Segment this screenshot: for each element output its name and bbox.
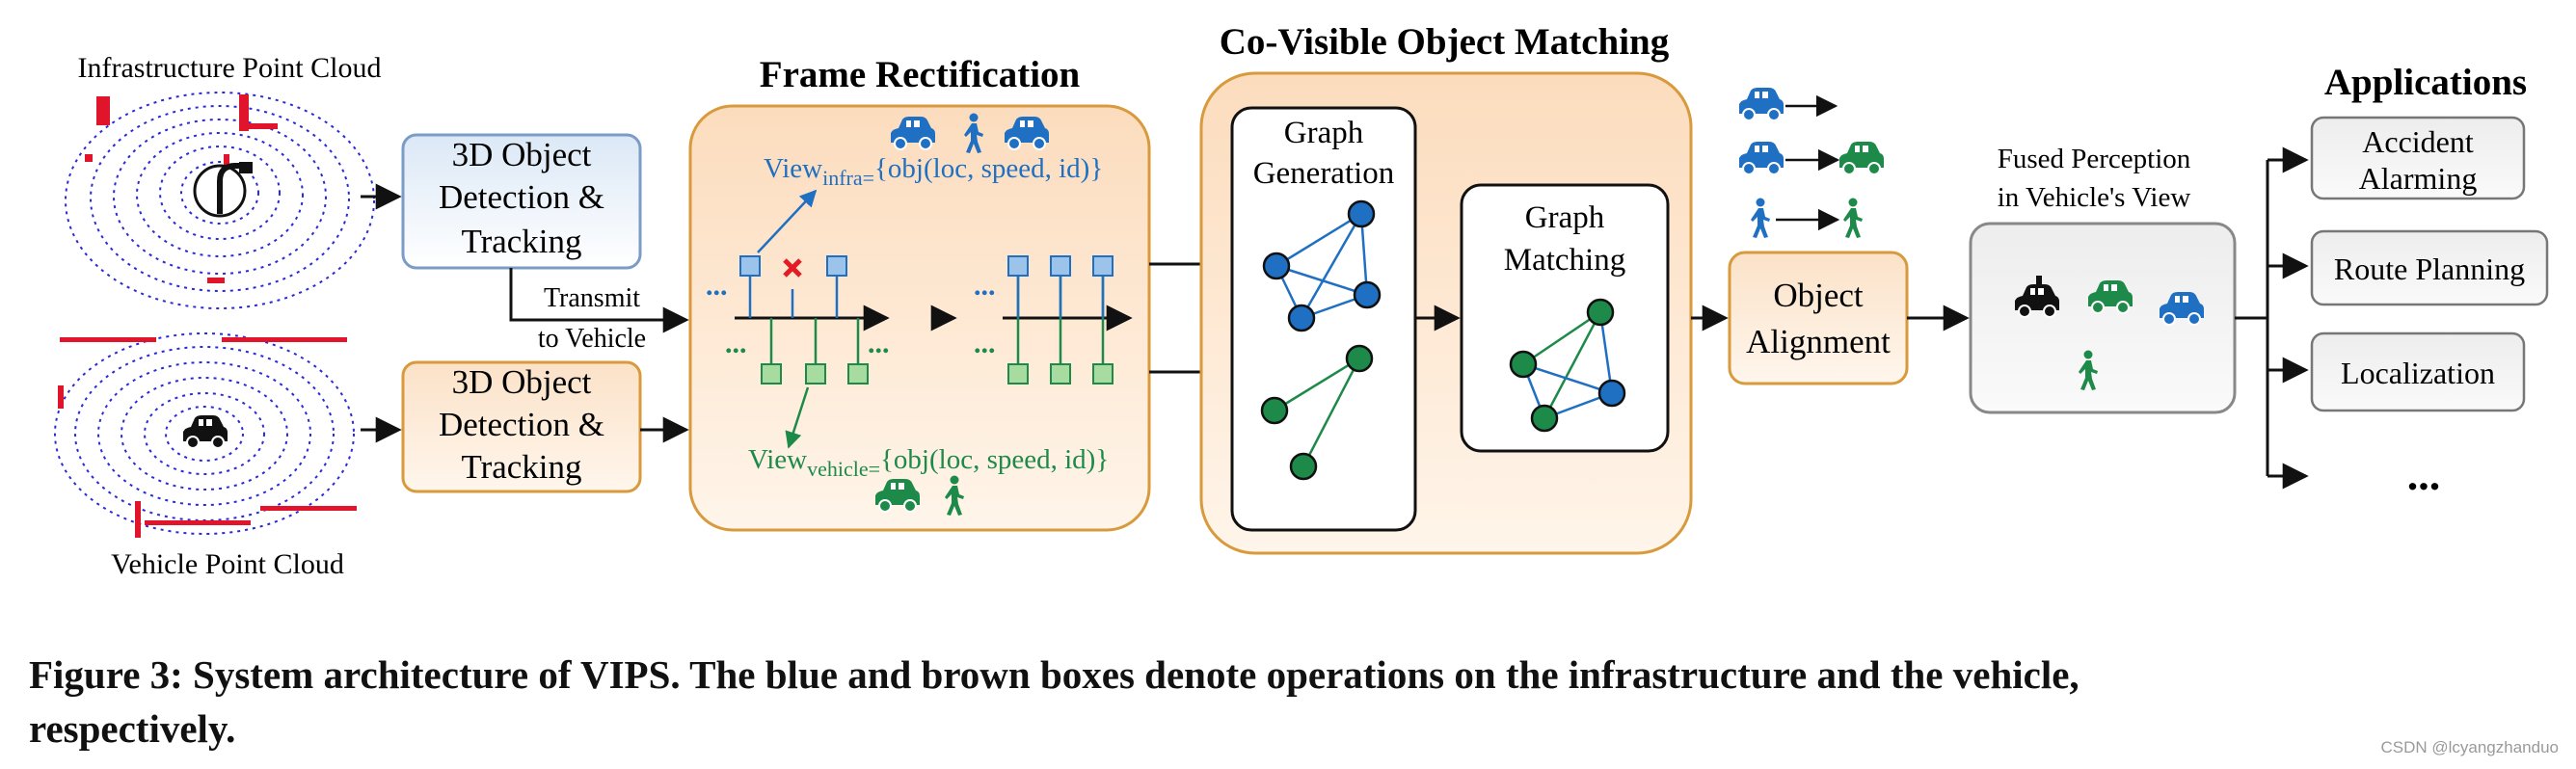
- applications-title: Applications: [2324, 62, 2527, 103]
- vehicle-detection-line2: Detection &: [439, 406, 604, 443]
- infra-detection-box: 3D Object Detection & Tracking: [401, 133, 642, 270]
- infra-cloud-label: Infrastructure Point Cloud: [78, 52, 382, 84]
- svg-text:...: ...: [974, 328, 996, 359]
- graph-matching-line1: Graph: [1525, 200, 1605, 235]
- app-localization: Localization: [2310, 331, 2526, 412]
- ego-car-icon: [2014, 276, 2060, 318]
- matching-title: Co-Visible Object Matching: [1220, 21, 1670, 63]
- figure-caption: Figure 3: System architecture of VIPS. T…: [29, 648, 2555, 756]
- fused-label-line2: in Vehicle's View: [1998, 182, 2191, 213]
- graph-matching-box: Graph Matching: [1460, 183, 1670, 453]
- car-icon-legend-1: [1738, 87, 1784, 121]
- frame-rectification-title: Frame Rectification: [760, 54, 1081, 95]
- app-more-ellipsis: ...: [2407, 450, 2441, 499]
- view-vehicle-prefix: View: [748, 444, 807, 475]
- pedestrian-icon-legend-b: [1843, 198, 1863, 238]
- app-route-planning-label: Route Planning: [2334, 252, 2525, 286]
- graph-matching-line2: Matching: [1504, 243, 1625, 278]
- infra-point-cloud: [65, 92, 375, 309]
- pedestrian-icon-legend-a: [1751, 198, 1770, 238]
- watermark: CSDN @lcyangzhanduo: [2380, 738, 2559, 756]
- alignment-legend: [1738, 87, 1885, 238]
- svg-text:...: ...: [974, 270, 996, 302]
- car-icon-legend-2a: [1738, 141, 1784, 175]
- frame-rectification-box: Viewinfra={obj(loc, speed, id)} ... ... …: [688, 104, 1151, 532]
- graph-generation-line1: Graph: [1284, 116, 1364, 150]
- svg-text:...: ...: [868, 328, 890, 359]
- vehicle-detection-line1: 3D Object: [452, 363, 592, 401]
- arrow-to-view-infra: [757, 189, 818, 253]
- fused-perception-box: [1969, 222, 2237, 414]
- svg-text:...: ...: [706, 270, 728, 302]
- arrow-to-view-vehicle: [785, 386, 810, 449]
- infra-detection-line1: 3D Object: [452, 136, 592, 173]
- vehicle-cloud-label: Vehicle Point Cloud: [111, 548, 344, 580]
- matching-box: Graph Generation: [1199, 71, 1693, 555]
- svg-text:Viewvehicle={obj(loc, speed, i: Viewvehicle={obj(loc, speed, id)}: [748, 444, 1109, 481]
- vehicle-point-cloud: [54, 328, 357, 544]
- architecture-diagram: Infrastructure Point Cloud: [54, 21, 2549, 580]
- view-vehicle-subscript: vehicle=: [807, 457, 880, 481]
- view-infra-rest: {obj(loc, speed, id)}: [874, 153, 1103, 184]
- transmit-label-line1: Transmit: [544, 283, 640, 313]
- infra-detection-line3: Tracking: [461, 223, 581, 260]
- timeline-before-rectification: ... ... ...: [706, 255, 890, 384]
- app-accident-alarming: Accident Alarming: [2310, 116, 2526, 200]
- view-infra-prefix: View: [764, 153, 822, 184]
- dropped-frame-cross-icon: [783, 258, 802, 278]
- car-icon-legend-2b: [1838, 141, 1885, 175]
- infra-detection-line2: Detection &: [439, 178, 604, 216]
- fused-label-line1: Fused Perception: [1998, 144, 2191, 174]
- view-infra-subscript: infra=: [822, 166, 874, 190]
- transmit-label-line2: to Vehicle: [538, 324, 646, 354]
- vehicle-detection-line3: Tracking: [461, 448, 581, 486]
- vehicle-detection-box: 3D Object Detection & Tracking: [401, 360, 642, 493]
- app-route-planning: Route Planning: [2310, 229, 2549, 306]
- svg-text:Viewinfra={obj(loc, speed, id): Viewinfra={obj(loc, speed, id)}: [764, 153, 1103, 190]
- object-alignment-line1: Object: [1773, 277, 1864, 314]
- timeline-after-rectification: ... ...: [974, 255, 1133, 384]
- graph-generation-box: Graph Generation: [1230, 106, 1417, 532]
- view-vehicle-rest: {obj(loc, speed, id)}: [880, 444, 1109, 475]
- svg-text:...: ...: [725, 328, 747, 359]
- object-alignment-line2: Alignment: [1746, 323, 1891, 360]
- figure-caption-line1: Figure 3: System architecture of VIPS. T…: [29, 652, 2080, 697]
- app-localization-label: Localization: [2341, 356, 2495, 390]
- app-accident-line2: Alarming: [2359, 161, 2478, 196]
- transmit-arrow: [509, 268, 689, 333]
- figure-caption-line2: respectively.: [29, 706, 236, 751]
- graph-generation-line2: Generation: [1253, 156, 1395, 191]
- object-alignment-box: Object Alignment: [1728, 251, 1909, 385]
- app-accident-line1: Accident: [2362, 124, 2474, 159]
